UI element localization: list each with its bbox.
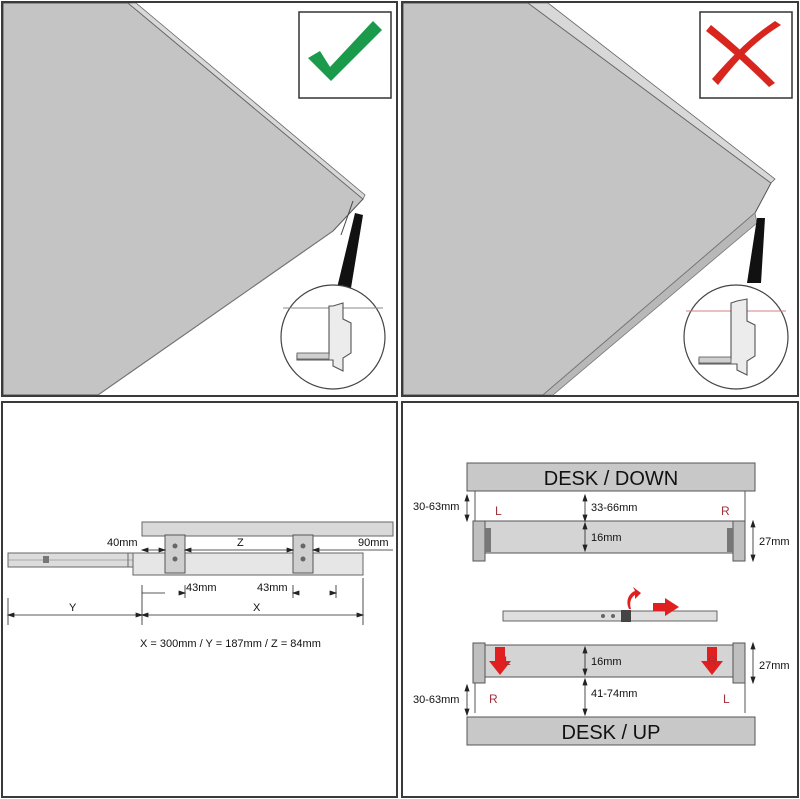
bottom-left-arrow-label: L	[504, 654, 511, 668]
dim-40-label: 40mm	[107, 537, 138, 549]
detail-tray-plate	[296, 352, 330, 360]
top-right-side-label: R	[721, 504, 730, 518]
dim-x-label: X	[253, 602, 261, 614]
bottom-gap-label: 41-74mm	[591, 688, 637, 700]
gap-shadow	[337, 213, 363, 288]
bottom-right-rail	[732, 642, 746, 684]
desk-down-label: DESK / DOWN	[544, 468, 678, 490]
dim-43-left-label: 43mm	[186, 582, 217, 594]
top-left-rail	[472, 520, 486, 562]
installation-drawing: DESK / DOWN 30-63mm	[413, 462, 790, 746]
dim-y-label: Y	[69, 602, 77, 614]
top-bar-label: 16mm	[591, 532, 622, 544]
pull-arrow-icon	[653, 598, 679, 616]
gap-shadow	[747, 218, 765, 283]
top-gap-label: 33-66mm	[591, 502, 637, 514]
desk-edge	[127, 3, 366, 200]
dim-90-label: 90mm	[358, 537, 389, 549]
dimensions-drawing: 40mm 90mm Z 43mm 43mm Y X X = 300mm / Y …	[6, 521, 394, 650]
rail-slot	[43, 556, 49, 563]
checkmark-icon	[308, 21, 382, 81]
tray-lower-edge	[542, 212, 758, 395]
bracket-hole	[172, 556, 178, 562]
top-left-roller	[485, 528, 491, 552]
incorrect-mounting-panel	[401, 1, 799, 397]
top-right-label: 27mm	[759, 536, 790, 548]
dim-43-right-label: 43mm	[257, 582, 288, 594]
desk-up-label: DESK / UP	[562, 722, 661, 744]
incorrect-mounting-drawing	[403, 3, 793, 395]
detail-tray-plate	[698, 356, 732, 364]
installation-panel: DESK / DOWN 30-63mm	[401, 401, 799, 798]
tray-edge	[340, 200, 354, 236]
desk-edge	[527, 3, 776, 184]
correct-mounting-drawing	[3, 3, 392, 395]
top-dimension-lines	[464, 493, 756, 563]
bottom-right-label: 27mm	[759, 660, 790, 672]
top-right-rail	[732, 520, 746, 562]
right-down-arrow-icon	[701, 647, 723, 675]
top-range-label: 30-63mm	[413, 501, 459, 513]
bottom-right-arrow-label: R	[708, 654, 717, 668]
desk-down-plate	[466, 462, 756, 492]
correct-mounting-panel	[1, 1, 398, 397]
bracket-left	[164, 534, 186, 574]
detached-rail	[502, 610, 718, 622]
dimension-lines	[6, 547, 393, 625]
top-tray	[482, 520, 734, 554]
desk-lower-edge	[97, 230, 334, 395]
dimensions-panel: 40mm 90mm Z 43mm 43mm Y X X = 300mm / Y …	[1, 401, 398, 798]
bottom-range-label: 30-63mm	[413, 694, 459, 706]
top-right-roller	[727, 528, 733, 552]
bottom-right-side-label: L	[723, 692, 730, 706]
lift-arrow-icon	[627, 587, 641, 609]
left-down-arrow-icon	[489, 647, 511, 675]
bottom-bar-label: 16mm	[591, 656, 622, 668]
top-left-side-label: L	[495, 504, 502, 518]
bracket-hole	[172, 543, 178, 549]
cross-icon	[706, 21, 781, 87]
desk-up-plate	[466, 716, 756, 746]
bottom-left-rail	[472, 642, 486, 684]
bracket-hole	[300, 556, 306, 562]
bracket-hole	[300, 543, 306, 549]
bottom-left-side-label: R	[489, 692, 498, 706]
rail-release-lever	[621, 610, 631, 622]
bracket-right	[292, 534, 314, 574]
desk-plate	[141, 521, 394, 537]
dimension-formula: X = 300mm / Y = 187mm / Z = 84mm	[140, 638, 321, 650]
bottom-dimension-lines	[464, 641, 756, 717]
rail-hole	[601, 614, 605, 618]
rail-hole	[611, 614, 615, 618]
dim-z-label: Z	[237, 537, 244, 549]
